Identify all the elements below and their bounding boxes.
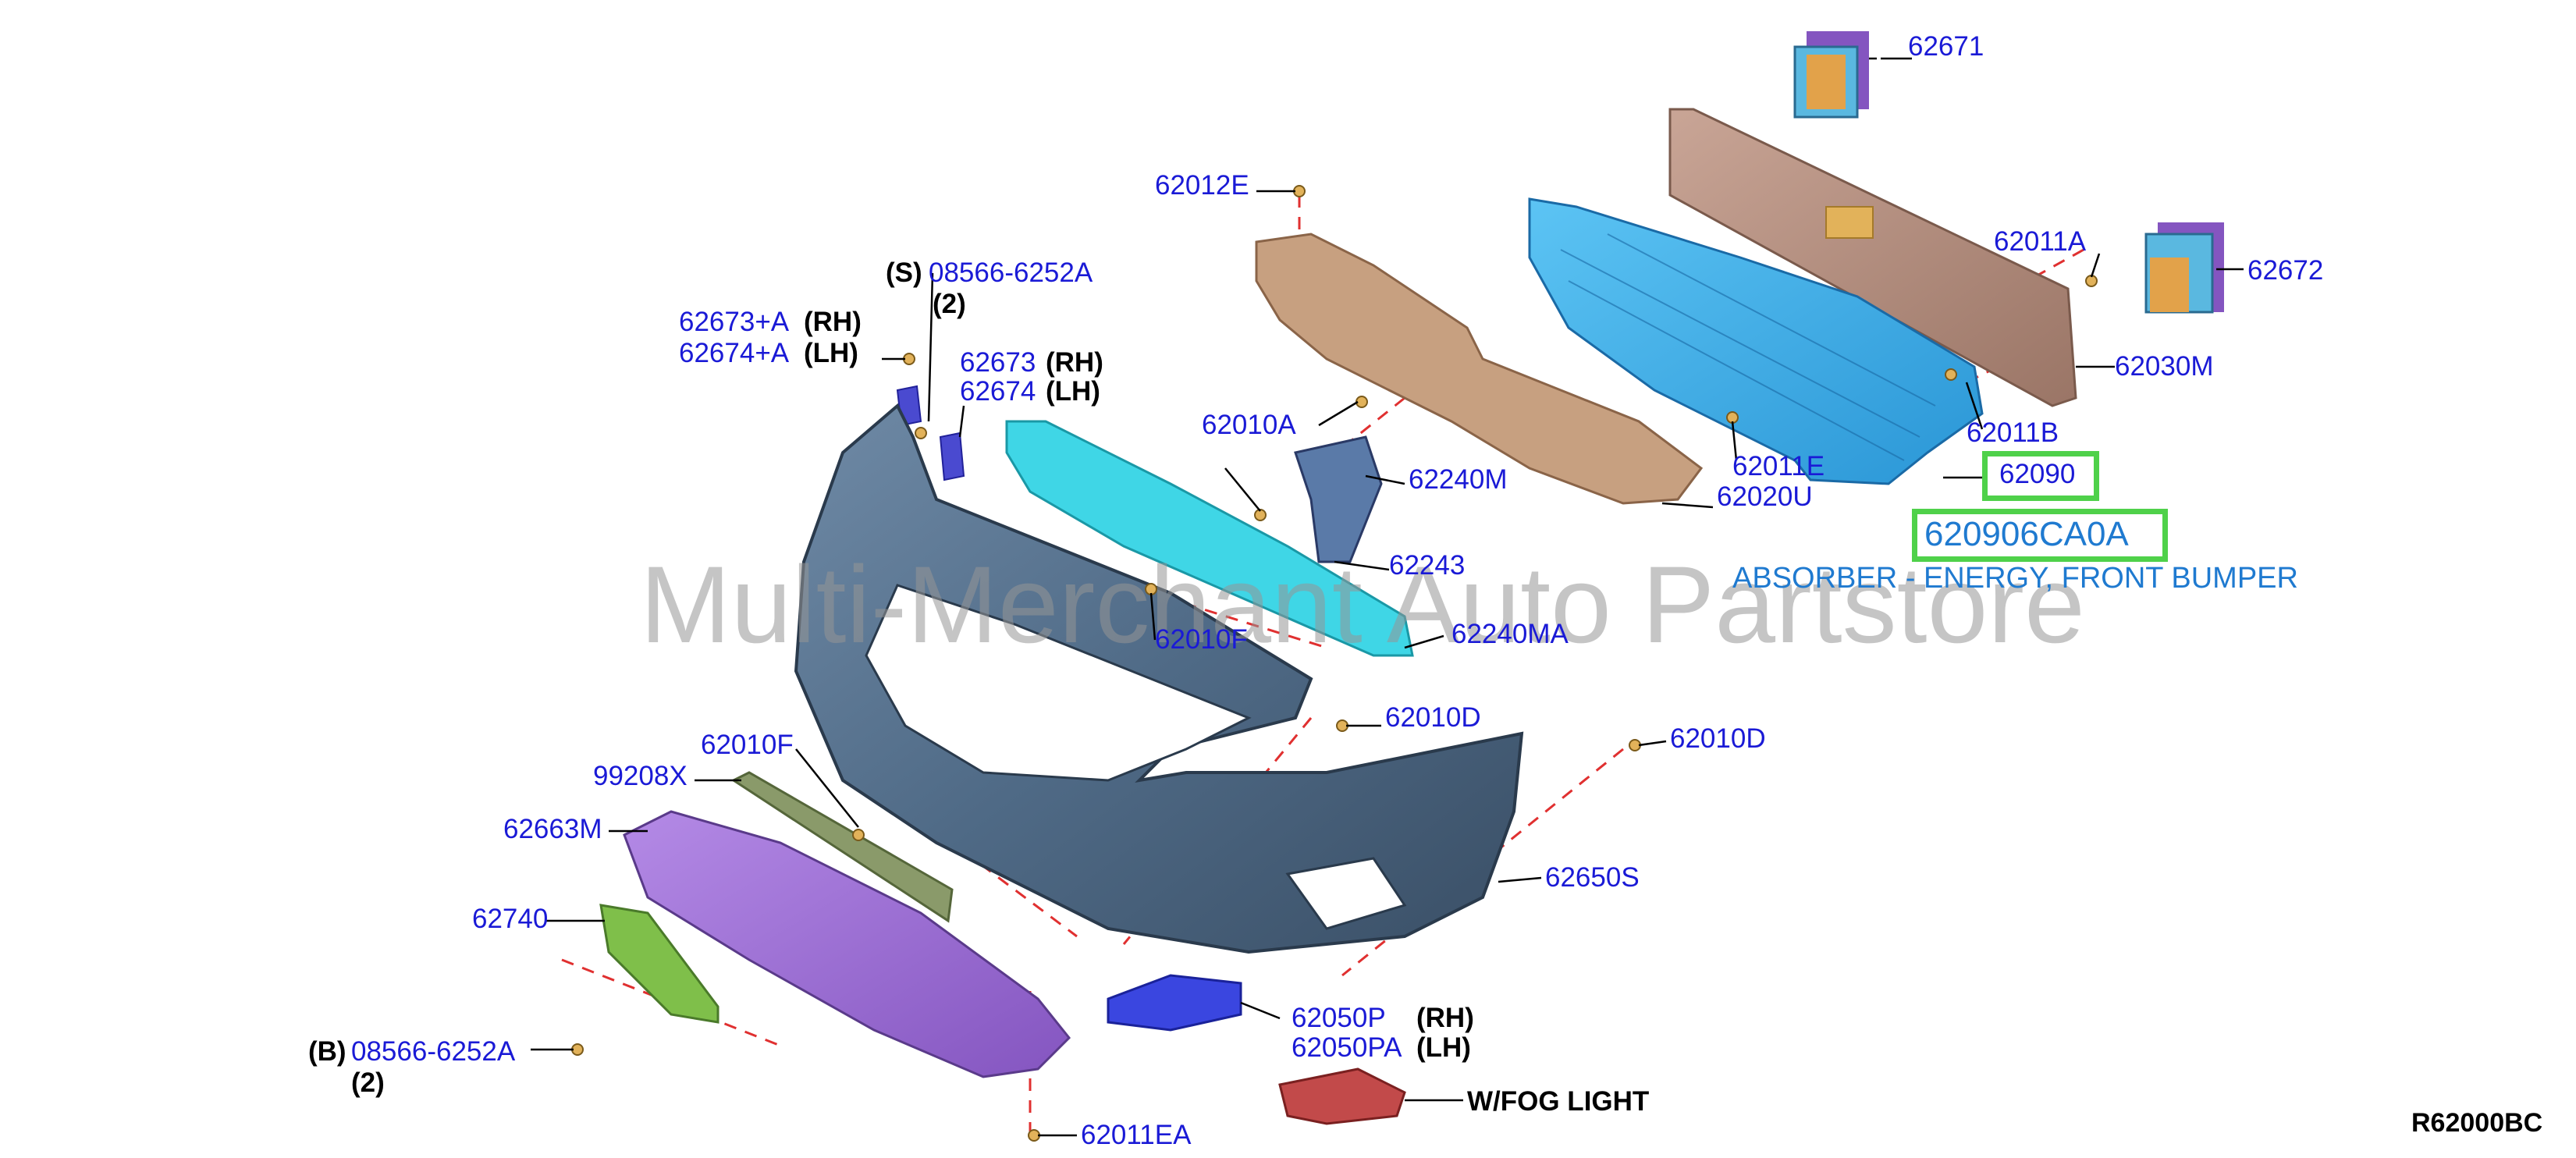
bumper-reinforcement-shape [1668, 108, 2077, 407]
callout-62240MA[interactable]: 62240MA [1451, 619, 1569, 649]
fog-cover-shape [1107, 974, 1242, 1032]
callout-08566-6252A-bottom[interactable]: 08566-6252A [351, 1036, 516, 1067]
qualifier-lh-c: (LH) [1416, 1032, 1471, 1063]
callout-08566-6252A-top[interactable]: 08566-6252A [929, 258, 1093, 288]
center-bracket-shape [1294, 435, 1383, 563]
bumper-grille-opening-shape [865, 584, 1252, 782]
crash-box-62672-shape [2144, 222, 2224, 314]
qualifier-qty-bottom: (2) [351, 1067, 385, 1098]
callout-62672[interactable]: 62672 [2247, 255, 2324, 286]
callout-62050P[interactable]: 62050P [1292, 1003, 1386, 1033]
callout-62673-A[interactable]: 62673+A [679, 307, 790, 337]
callout-62030M[interactable]: 62030M [2115, 351, 2214, 382]
callout-62671[interactable]: 62671 [1908, 31, 1984, 62]
qualifier-lh-a: (LH) [804, 338, 858, 368]
fasteners [571, 185, 2098, 1142]
callout-62740[interactable]: 62740 [472, 904, 549, 934]
license-plate-bracket-shape [599, 904, 720, 1024]
qualifier-rh-a: (RH) [804, 307, 862, 337]
callout-62011B[interactable]: 62011B [1967, 417, 2059, 448]
callout-62673[interactable]: 62673 [960, 347, 1036, 378]
callout-62010A[interactable]: 62010A [1202, 410, 1296, 440]
fog-opening-shape [1285, 857, 1407, 930]
crash-box-62671-shape [1793, 31, 1869, 119]
qualifier-rh-b: (RH) [1046, 347, 1103, 378]
qualifier-s: (S) [886, 258, 922, 288]
callout-62010D-mid[interactable]: 62010D [1385, 702, 1481, 733]
undercover-shape [623, 810, 1071, 1078]
callout-62243[interactable]: 62243 [1389, 550, 1466, 581]
callout-62674-A[interactable]: 62674+A [679, 338, 790, 368]
callout-62050PA[interactable]: 62050PA [1292, 1032, 1402, 1063]
fog-cover-with-light-shape [1278, 1067, 1406, 1125]
callout-62010D-right[interactable]: 62010D [1670, 723, 1766, 754]
qualifier-qty-top: (2) [933, 289, 966, 319]
upper-cover-shape [1255, 233, 1704, 505]
callout-62011EA[interactable]: 62011EA [1081, 1120, 1192, 1150]
callout-62020U[interactable]: 62020U [1717, 481, 1813, 512]
highlight-description: ABSORBER - ENERGY, FRONT BUMPER [1732, 562, 2298, 595]
diagram-code: R62000BC [2411, 1108, 2543, 1138]
upper-bracket-shape [1005, 420, 1414, 657]
stay-99208x-shape [730, 771, 954, 923]
side-bracket-shape [939, 432, 965, 481]
callout-62012E[interactable]: 62012E [1155, 170, 1249, 201]
callout-62011E[interactable]: 62011E [1732, 451, 1825, 481]
callout-62010F-left[interactable]: 62010F [701, 730, 794, 760]
qualifier-fog-light: W/FOG LIGHT [1467, 1086, 1650, 1117]
callout-99208X[interactable]: 99208X [593, 761, 688, 791]
qualifier-lh-b: (LH) [1046, 376, 1100, 407]
qualifier-b: (B) [308, 1036, 346, 1067]
callout-62240M[interactable]: 62240M [1409, 464, 1508, 495]
qualifier-rh-c: (RH) [1416, 1003, 1474, 1033]
callout-leader-lines [531, 57, 2244, 1137]
highlight-full-part-number[interactable]: 620906CA0A [1924, 515, 2129, 553]
callout-62663M[interactable]: 62663M [503, 814, 602, 844]
highlight-box-part-number [1982, 451, 2099, 501]
bumper-fascia-shape [794, 403, 1524, 954]
callout-62090[interactable]: 62090 [1999, 459, 2076, 489]
callout-62674[interactable]: 62674 [960, 376, 1036, 407]
callout-62011A[interactable]: 62011A [1994, 226, 2087, 257]
energy-absorber-shape [1528, 197, 1984, 485]
highlight-box-full-part-number [1912, 509, 2168, 562]
callout-62010F-top[interactable]: 62010F [1155, 624, 1248, 655]
callout-62650S[interactable]: 62650S [1545, 862, 1640, 893]
